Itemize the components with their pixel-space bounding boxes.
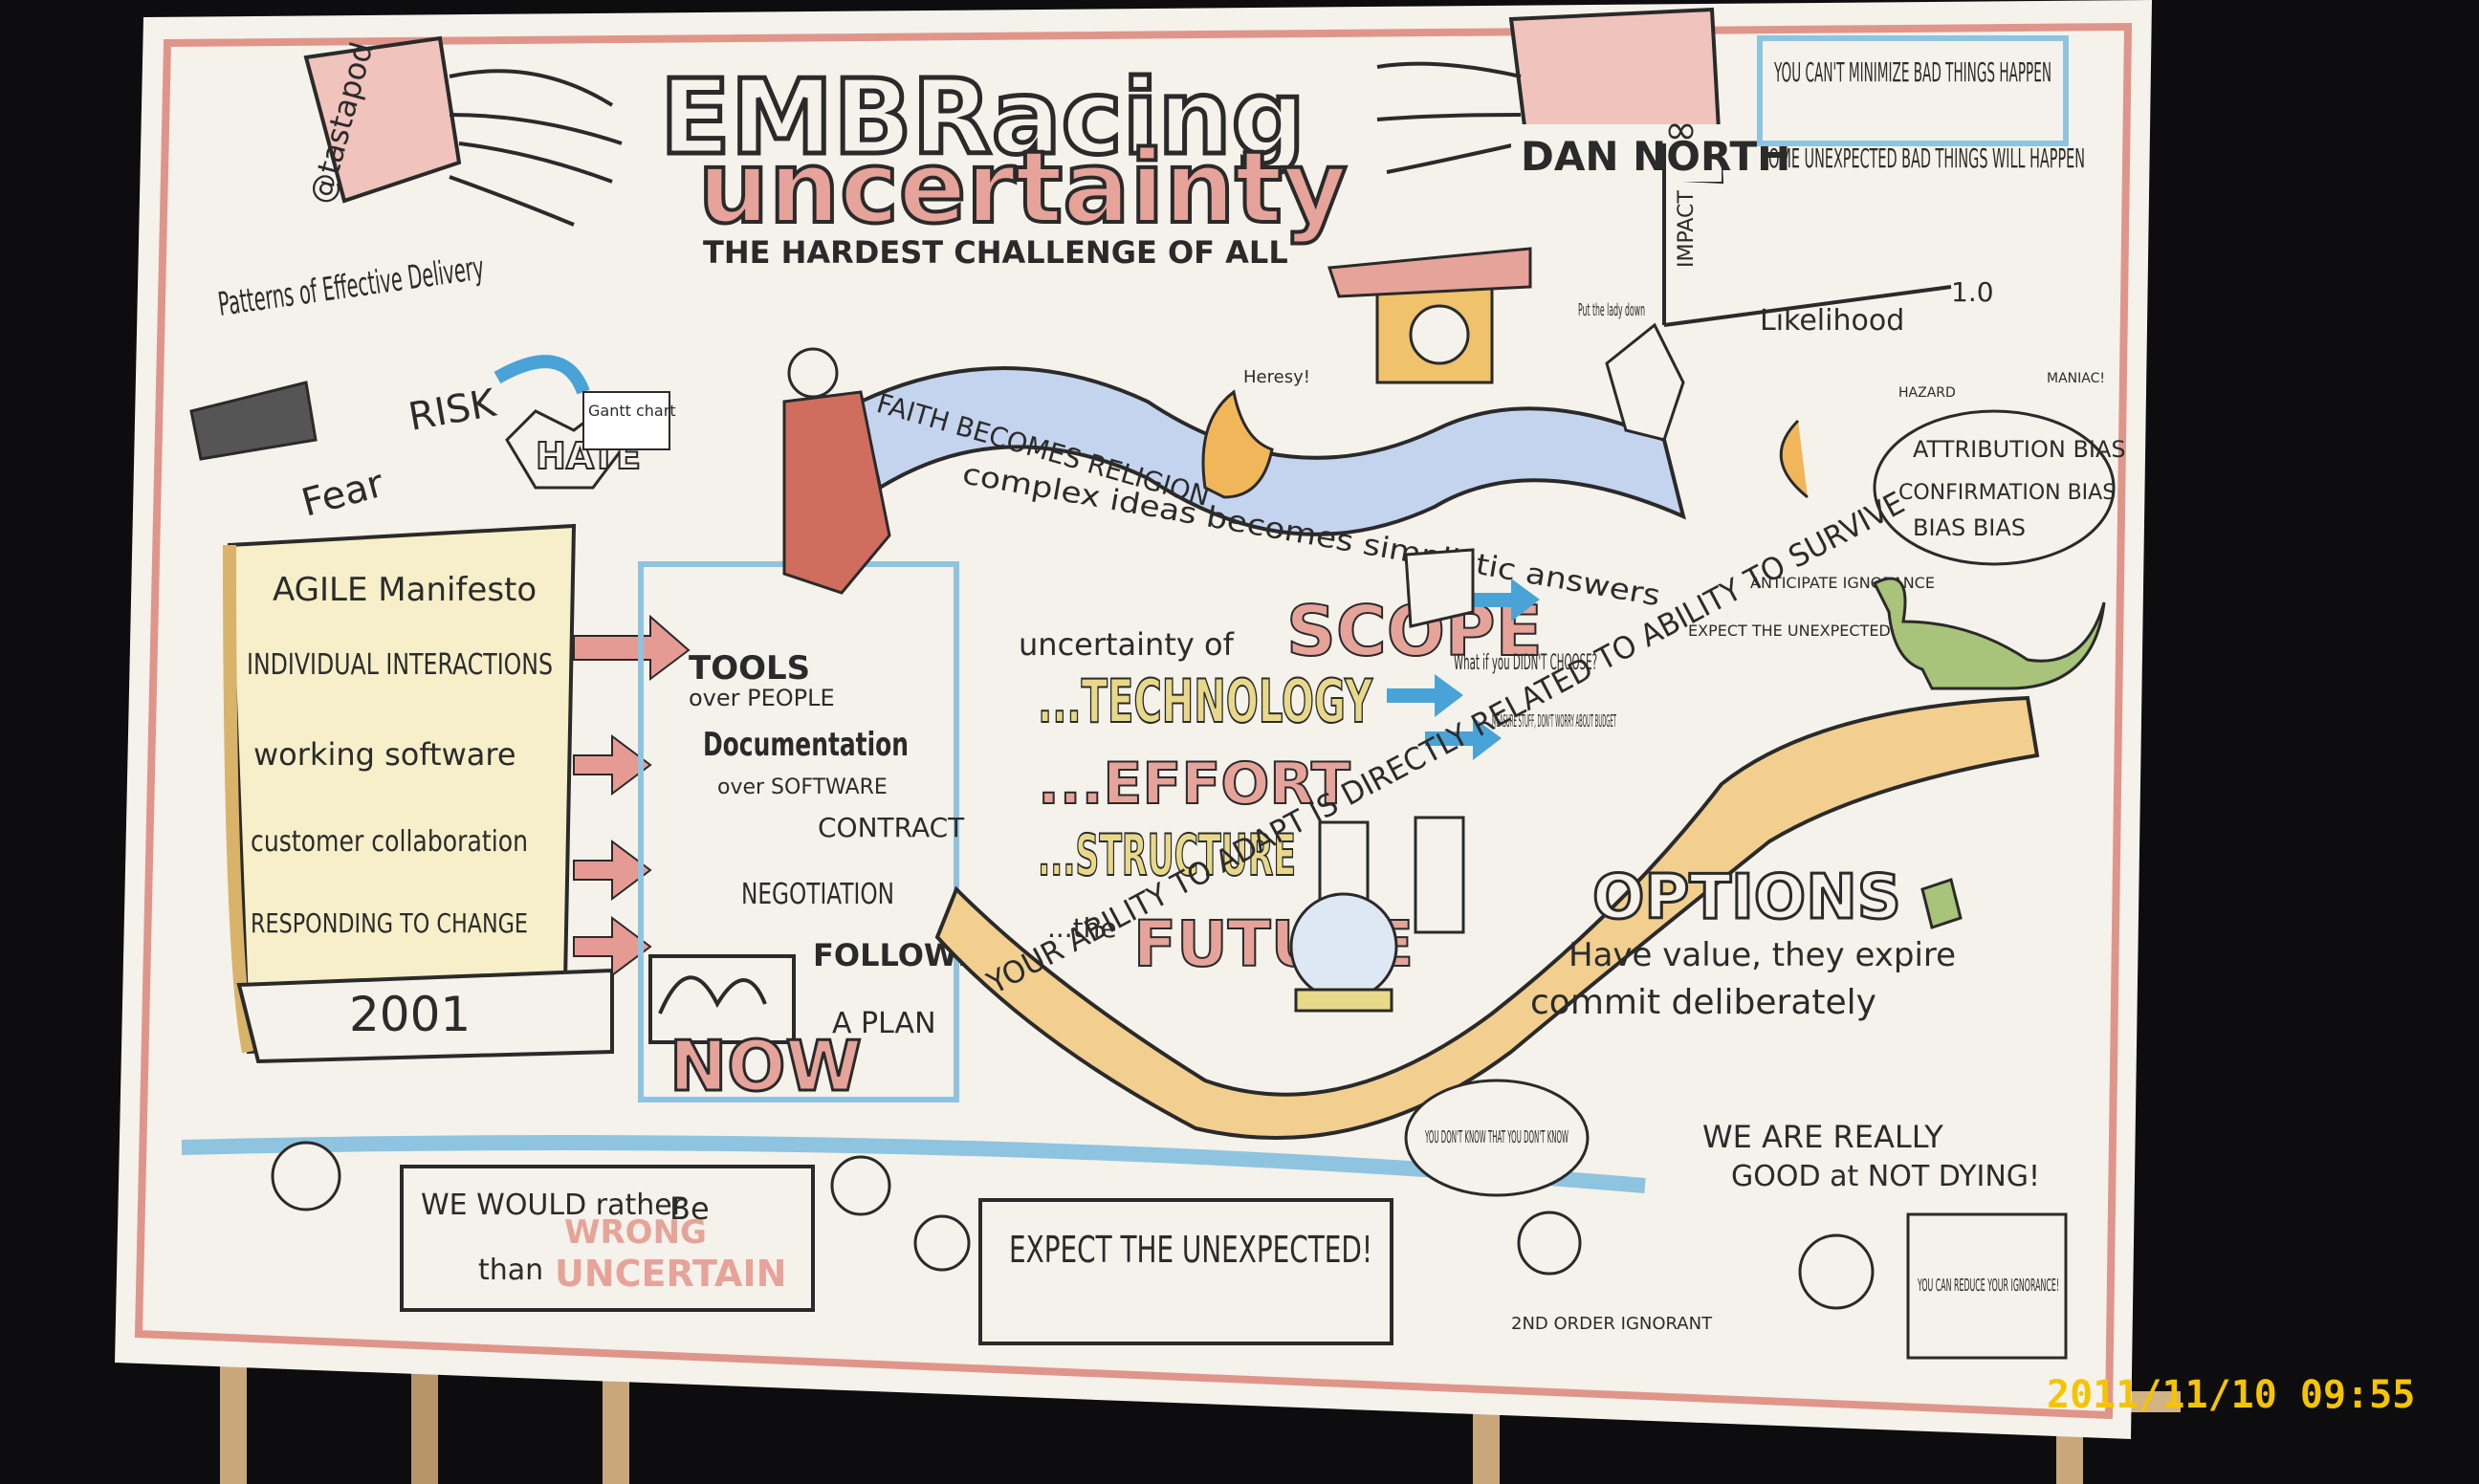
right-hand-drawing: DAN NORTH xyxy=(1376,7,1790,185)
banner1-c: WRONG xyxy=(564,1213,707,1252)
left-hand-drawing: @tastapod xyxy=(302,35,623,227)
banner1-e: UNCERTAIN xyxy=(555,1253,786,1295)
banner1-a: WE WOULD rather xyxy=(421,1189,685,1222)
over-1-b: over PEOPLE xyxy=(689,685,835,711)
uncertainty-list: uncertainty of SCOPE ...TECHNOLOGY ...EF… xyxy=(1019,548,1616,1013)
manifesto-year: 2001 xyxy=(349,987,471,1042)
title-line1: EMBRacing xyxy=(660,58,1305,178)
camera-timestamp: 2011/11/10 09:55 xyxy=(2047,1373,2415,1417)
over-now: NOW xyxy=(669,1026,862,1106)
manifesto-item-2: working software xyxy=(253,736,516,773)
over-3-a: CONTRACT xyxy=(818,812,965,843)
over-2-a: Documentation xyxy=(703,726,909,764)
options-line1: Have value, they expire xyxy=(1569,936,1956,974)
banner1-d: than xyxy=(478,1254,543,1287)
quadrant-text: SOME UNEXPECTED BAD THINGS WILL HAPPEN xyxy=(1760,142,2085,174)
bottom-strip: WE WOULD rather Be WRONG than UNCERTAIN … xyxy=(181,1079,2068,1360)
biases-section: HAZARD MANIAC! ATTRIBUTION BIAS CONFIRMA… xyxy=(1688,371,2126,690)
bias-item-3: BIAS BIAS xyxy=(1913,514,2026,541)
uncertainty-structure: ...STRUCTURE xyxy=(1038,822,1296,889)
really-line2: GOOD at NOT DYING! xyxy=(1731,1160,2040,1193)
title: EMBRacing uncertainty THE HARDEST CHALLE… xyxy=(658,56,1349,272)
bias-expect: EXPECT THE UNEXPECTED xyxy=(1688,622,1891,640)
risk-quadrant: YOU CAN'T MINIMIZE BAD THINGS HAPPEN ∞ S… xyxy=(1662,35,2085,338)
agile-manifesto-scroll: AGILE Manifesto INDIVIDUAL INTERACTIONS … xyxy=(223,523,614,1064)
author-right: DAN NORTH xyxy=(1521,133,1790,180)
options-title: OPTIONS xyxy=(1592,862,1901,933)
bias-hazard: HAZARD xyxy=(1898,385,1956,401)
uncertainty-lead: uncertainty of xyxy=(1019,626,1235,663)
options-line2: commit deliberately xyxy=(1530,983,1876,1022)
title-subtitle: THE HARDEST CHALLENGE OF ALL xyxy=(703,234,1288,271)
quadrant-x-max: 1.0 xyxy=(1951,276,1994,308)
over-3-b: NEGOTIATION xyxy=(741,878,894,911)
quadrant-note: YOU CAN'T MINIMIZE BAD THINGS HAPPEN xyxy=(1774,56,2051,88)
board-border xyxy=(134,22,2133,1420)
bubble2-text: YOU CAN REDUCE YOUR IGNORANCE! xyxy=(1918,1276,2059,1296)
put-lady-label: Put the lady down xyxy=(1578,300,1645,320)
over-1-a: TOOLS xyxy=(689,649,810,687)
patterns-gantt: Gantt chart xyxy=(588,402,676,420)
title-line2: uncertainty xyxy=(698,129,1348,246)
quadrant-x-label: Likelihood xyxy=(1760,304,1904,338)
bias-item-1: ATTRIBUTION BIAS xyxy=(1913,436,2126,463)
banner1-b: Be xyxy=(669,1190,710,1227)
manifesto-item-3: customer collaboration xyxy=(251,825,528,859)
second-order-label: 2ND ORDER IGNORANT xyxy=(1511,1314,1713,1334)
uncertainty-measure: MEASURE STUFF, DON'T WORRY ABOUT BUDGET xyxy=(1492,711,1616,731)
manifesto-item-4: RESPONDING TO CHANGE xyxy=(251,907,528,939)
quadrant-y-label: IMPACT xyxy=(1675,190,1699,268)
options-section: OPTIONS Have value, they expire commit d… xyxy=(1530,862,1963,1022)
banner2-text: EXPECT THE UNEXPECTED! xyxy=(1009,1229,1372,1271)
bias-maniac: MANIAC! xyxy=(2047,371,2105,386)
manifesto-item-1: INDIVIDUAL INTERACTIONS xyxy=(247,648,553,682)
heresy-label: Heresy! xyxy=(1243,367,1310,387)
uncertainty-future-pre: ...the xyxy=(1047,912,1117,944)
manifesto-title: AGILE Manifesto xyxy=(273,571,537,609)
over-4-b: A PLAN xyxy=(832,1007,936,1040)
bias-item-2: CONFIRMATION BIAS xyxy=(1898,481,2116,505)
really-line1: WE ARE REALLY xyxy=(1702,1119,1943,1155)
uncertainty-technology: ...TECHNOLOGY xyxy=(1038,666,1373,736)
quadrant-infinity: ∞ xyxy=(1664,106,1698,153)
over-2-b: over SOFTWARE xyxy=(717,775,888,799)
over-column: TOOLS over PEOPLE Documentation over SOF… xyxy=(638,561,1020,1108)
manifesto-arrows xyxy=(573,614,691,977)
bubble1-text: YOU DON'T KNOW THAT YOU DON'T KNOW xyxy=(1425,1127,1569,1147)
uncertainty-effort: ...EFFORT xyxy=(1038,751,1350,818)
uncertainty-what-if: What if you DIDN'T CHOOSE? xyxy=(1454,651,1597,675)
